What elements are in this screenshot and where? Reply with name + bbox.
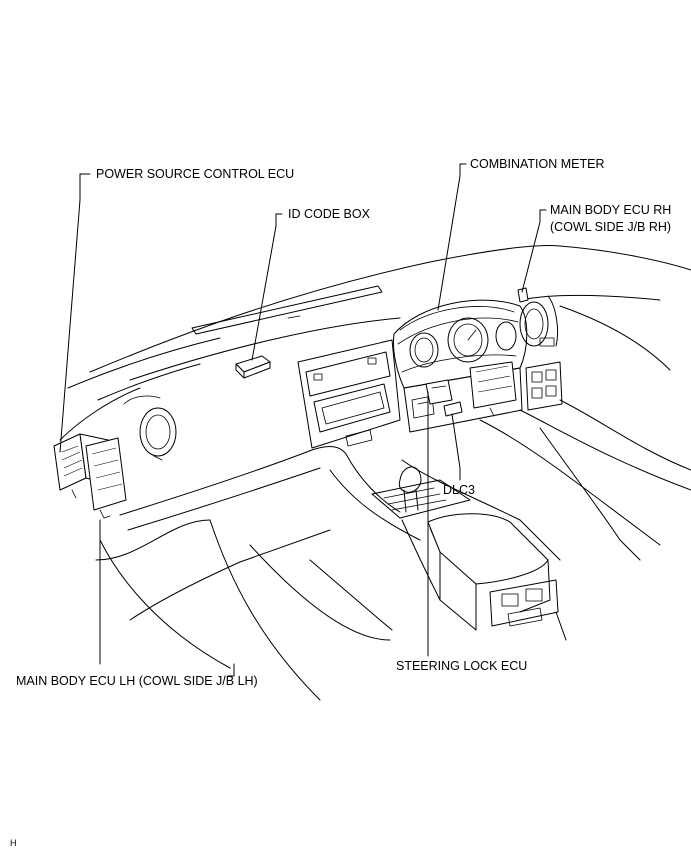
id-code-box-part <box>235 355 271 379</box>
label-main-body-ecu-lh: MAIN BODY ECU LH (COWL SIDE J/B LH) <box>16 674 258 688</box>
steering-lock-ecu-part <box>425 379 453 405</box>
label-id-code-box: ID CODE BOX <box>288 207 371 221</box>
label-main-body-ecu-rh-line1: MAIN BODY ECU RH <box>550 203 671 217</box>
label-main-body-ecu-rh-line2: (COWL SIDE J/B RH) <box>550 220 671 234</box>
combination-meter-part <box>469 361 517 417</box>
dlc3-part <box>443 401 463 417</box>
label-power-source-control-ecu: POWER SOURCE CONTROL ECU <box>96 167 294 181</box>
leader-main-body-ecu-lh-2 <box>227 663 235 677</box>
leader-combination-meter <box>437 163 467 311</box>
footer-code: H <box>10 838 17 848</box>
leader-main-body-ecu-rh <box>521 209 547 293</box>
leader-id-code-box <box>251 213 283 361</box>
dashboard-drawing <box>59 245 691 701</box>
leader-lines <box>59 163 547 677</box>
label-dlc3: DLC3 <box>443 483 475 497</box>
leader-power-source-control-ecu <box>59 173 91 453</box>
main-body-ecu-lh-part <box>53 433 127 519</box>
label-steering-lock-ecu: STEERING LOCK ECU <box>396 659 527 673</box>
leader-dlc3 <box>451 413 461 481</box>
label-combination-meter: COMBINATION METER <box>470 157 605 171</box>
